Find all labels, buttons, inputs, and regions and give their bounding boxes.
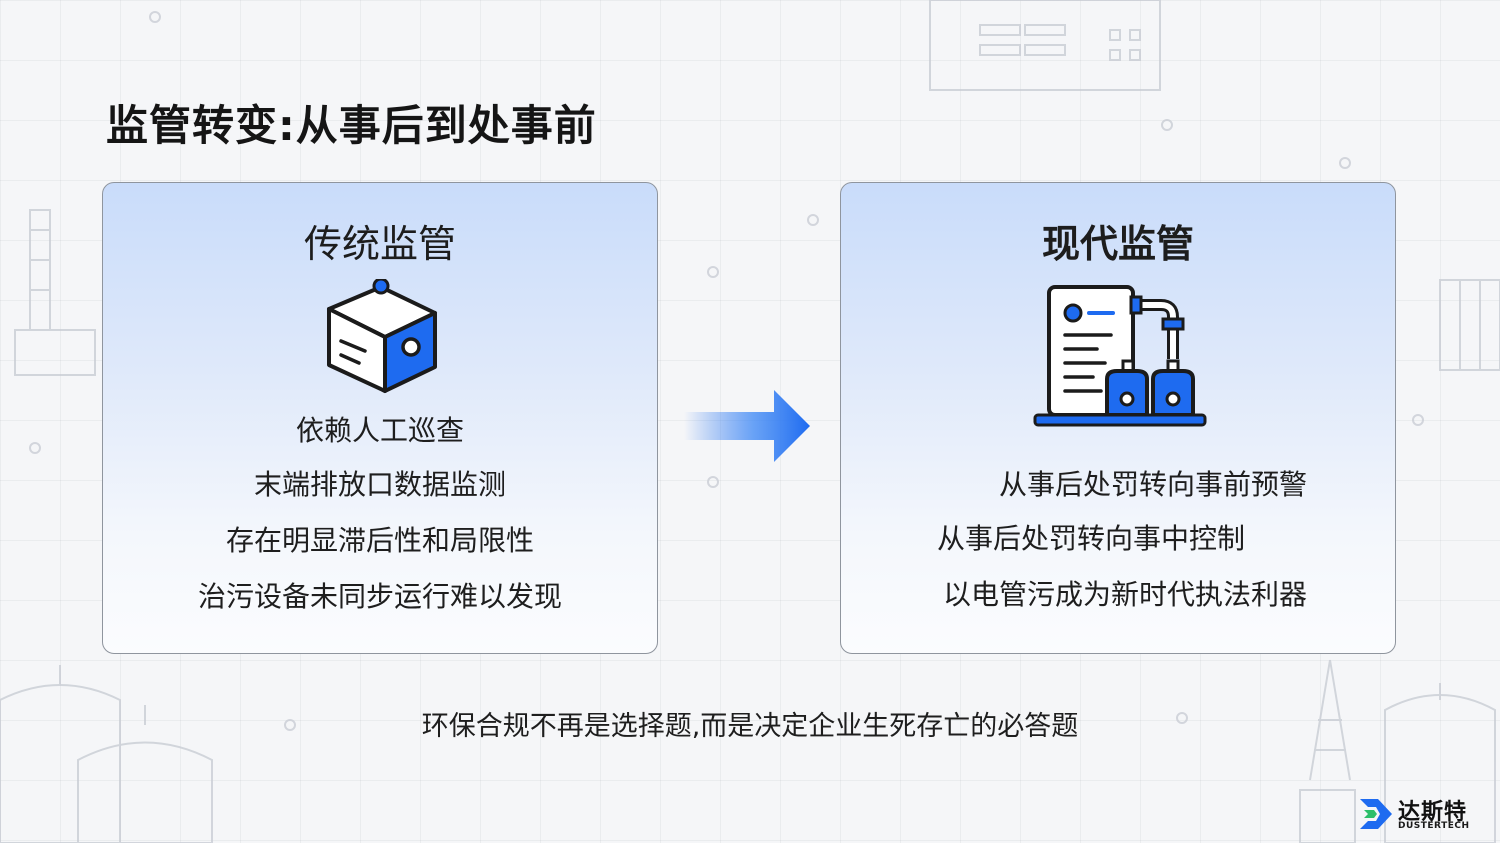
brand-logo: 达斯特 DUSTERTECH [1358, 794, 1480, 834]
card-title: 传统监管 [303, 222, 456, 266]
page-title: 监管转变:从事后到处事前 [106, 101, 597, 150]
traditional-point-1: 依赖人工巡查 [295, 414, 464, 447]
brand-logo-icon [1360, 799, 1392, 829]
arrow-right-icon [684, 390, 810, 462]
traditional-point-3: 存在明显滞后性和局限性 [225, 524, 534, 557]
modern-point-3: 以电管污成为新时代执法利器 [942, 578, 1307, 611]
brand-name-en: DUSTERTECH [1398, 821, 1470, 831]
inspection-cube-icon [327, 279, 437, 393]
brand-name-cn: 达斯特 [1398, 800, 1468, 825]
modern-point-2: 从事后处罚转向事中控制 [937, 522, 1246, 555]
traditional-point-4: 治污设备未同步运行难以发现 [197, 580, 562, 613]
monitoring-equipment-icon [1033, 285, 1207, 427]
traditional-point-2: 末端排放口数据监测 [253, 468, 506, 501]
footer-slogan: 环保合规不再是选择题,而是决定企业生死存亡的必答题 [421, 711, 1079, 742]
modern-point-1: 从事后处罚转向事前预警 [998, 468, 1307, 501]
traditional-supervision-card: 传统监管 依赖人工巡查 末端排放口数据监测 存在明显滞后性和局限性 治污设备未同… [102, 182, 658, 654]
modern-supervision-card: 现代监管 从事后处罚转向事前预警 从事后处罚转向事中控制 以电管污成为新时代执法… [840, 182, 1396, 654]
card-title: 现代监管 [1041, 222, 1194, 266]
